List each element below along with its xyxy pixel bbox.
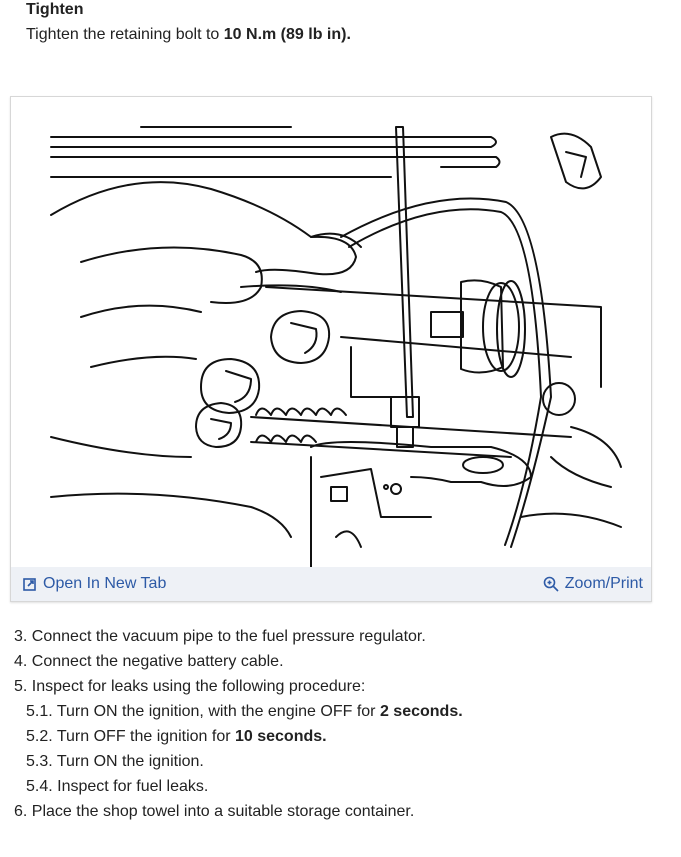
list-item: 5.1. Turn ON the ignition, with the engi… xyxy=(26,703,463,720)
open-in-new-tab-link[interactable]: Open In New Tab xyxy=(23,575,166,593)
open-new-tab-icon xyxy=(23,578,36,591)
tighten-instruction: Tighten the retaining bolt to 10 N.m (89… xyxy=(26,26,351,44)
list-item: 5. Inspect for leaks using the following… xyxy=(14,678,366,695)
section-heading: Tighten xyxy=(26,1,84,18)
list-item: 5.3. Turn ON the ignition. xyxy=(26,753,204,770)
list-item: 4. Connect the negative battery cable. xyxy=(14,653,284,670)
list-item: 5.4. Inspect for fuel leaks. xyxy=(26,778,209,795)
torque-value: 10 N.m (89 lb in). xyxy=(223,26,351,43)
zoom-magnifier-icon xyxy=(543,576,559,592)
fuel-regulator-illustration xyxy=(50,126,622,567)
figure-toolbar: Open In New Tab Zoom/Print xyxy=(11,567,651,601)
open-in-new-tab-label: Open In New Tab xyxy=(43,575,167,592)
list-item: 6. Place the shop towel into a suitable … xyxy=(14,803,415,820)
instruction-text: Tighten the retaining bolt to xyxy=(26,26,224,43)
list-item: 3. Connect the vacuum pipe to the fuel p… xyxy=(14,628,426,645)
figure-card: Open In New Tab Zoom/Print xyxy=(10,96,652,602)
zoom-print-link[interactable]: Zoom/Print xyxy=(543,575,643,593)
procedure-steps: 3. Connect the vacuum pipe to the fuel p… xyxy=(14,624,463,824)
list-item: 5.2. Turn OFF the ignition for 10 second… xyxy=(26,728,327,745)
zoom-print-label: Zoom/Print xyxy=(564,575,643,592)
